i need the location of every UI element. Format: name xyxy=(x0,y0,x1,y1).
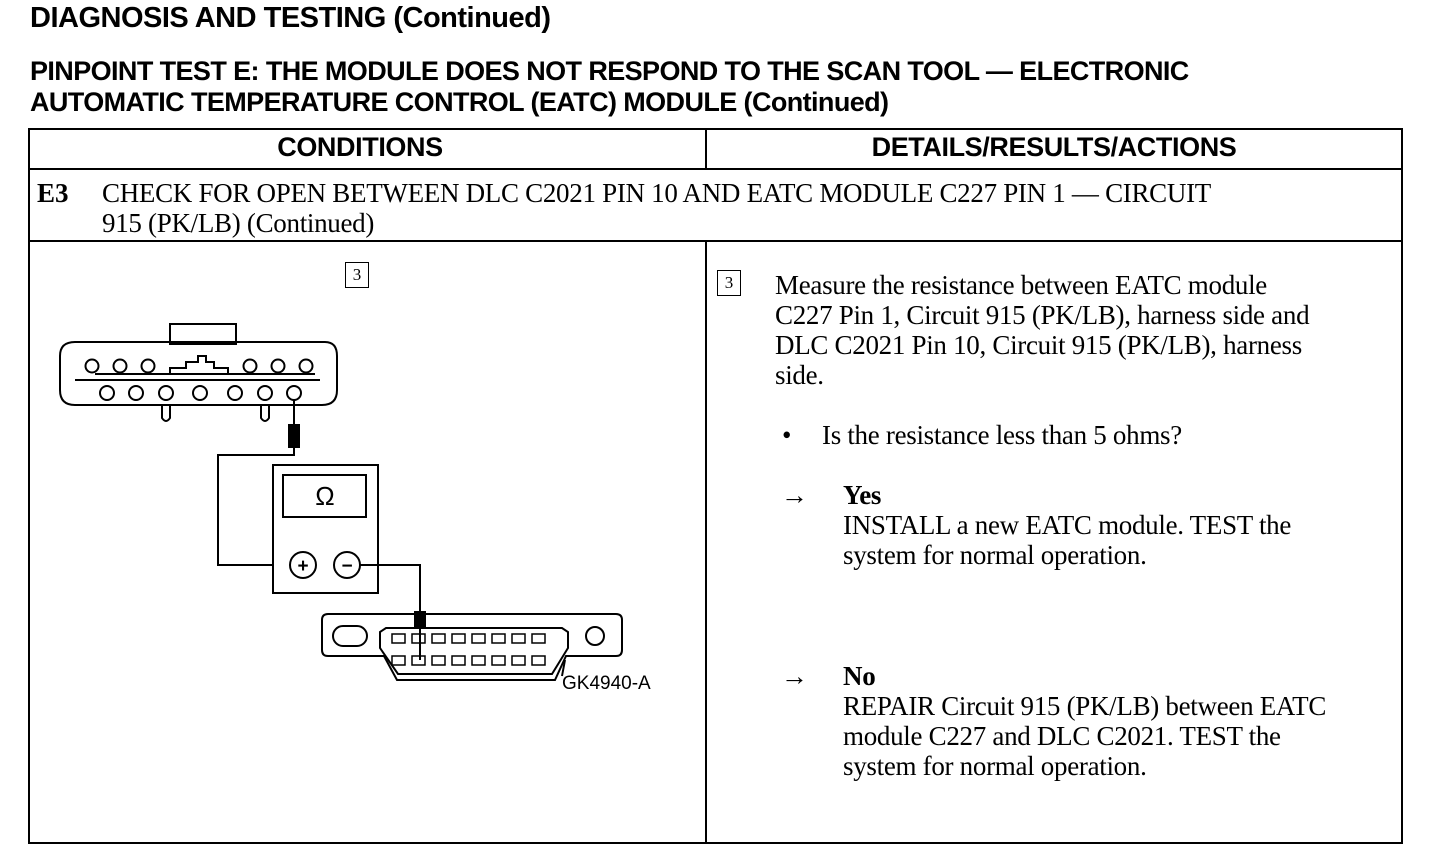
dlc-connector-c2021 xyxy=(321,613,623,681)
ohmmeter xyxy=(272,464,379,594)
column-header-conditions: CONDITIONS xyxy=(277,132,443,162)
yes-action-line: INSTALL a new EATC module. TEST the xyxy=(843,510,1292,540)
question-text: Is the resistance less than 5 ohms? xyxy=(822,420,1182,450)
step-divider xyxy=(30,240,1401,242)
figure-id: GK4940-A xyxy=(562,673,651,694)
details-substep-box: 3 xyxy=(717,270,741,296)
conditions-table: CONDITIONS DETAILS/RESULTS/ACTIONS E3 CH… xyxy=(28,128,1403,844)
header-column-divider xyxy=(705,130,707,168)
instruction-line: side. xyxy=(775,360,824,390)
no-action-line: system for normal operation. xyxy=(843,751,1147,781)
no-arrow: → xyxy=(781,661,808,691)
ohm-symbol: Ω xyxy=(315,481,334,511)
no-action-line: REPAIR Circuit 915 (PK/LB) between EATC xyxy=(843,691,1327,721)
instruction-line: Measure the resistance between EATC modu… xyxy=(775,270,1267,300)
figure-substep-box: 3 xyxy=(345,262,369,288)
instruction-line: DLC C2021 Pin 10, Circuit 915 (PK/LB), h… xyxy=(775,330,1302,360)
minus-terminal: − xyxy=(341,556,352,577)
no-label: No xyxy=(843,661,876,691)
pinpoint-test-title-line-1: PINPOINT TEST E: THE MODULE DOES NOT RES… xyxy=(30,56,1189,86)
yes-label: Yes xyxy=(843,480,882,510)
instruction-line: C227 Pin 1, Circuit 915 (PK/LB), harness… xyxy=(775,300,1310,330)
step-title-line-1: CHECK FOR OPEN BETWEEN DLC C2021 PIN 10 … xyxy=(102,178,1211,208)
step-id: E3 xyxy=(37,178,69,208)
page-title: DIAGNOSIS AND TESTING (Continued) xyxy=(30,2,551,34)
no-action-line: module C227 and DLC C2021. TEST the xyxy=(843,721,1281,751)
step-title: CHECK FOR OPEN BETWEEN DLC C2021 PIN 10 … xyxy=(102,178,1392,238)
pinpoint-test-title-line-2: AUTOMATIC TEMPERATURE CONTROL (EATC) MOD… xyxy=(30,87,889,117)
header-divider xyxy=(30,168,1401,170)
eatc-connector-c227 xyxy=(59,323,338,422)
bullet: • xyxy=(782,420,792,450)
plus-terminal: + xyxy=(297,556,308,577)
step-title-line-2: 915 (PK/LB) (Continued) xyxy=(102,208,375,238)
yes-arrow: → xyxy=(781,480,808,510)
yes-action-line: system for normal operation. xyxy=(843,540,1147,570)
pinpoint-test-title: PINPOINT TEST E: THE MODULE DOES NOT RES… xyxy=(30,56,1430,118)
column-header-details: DETAILS/RESULTS/ACTIONS xyxy=(871,132,1237,162)
body-column-divider xyxy=(705,240,707,842)
